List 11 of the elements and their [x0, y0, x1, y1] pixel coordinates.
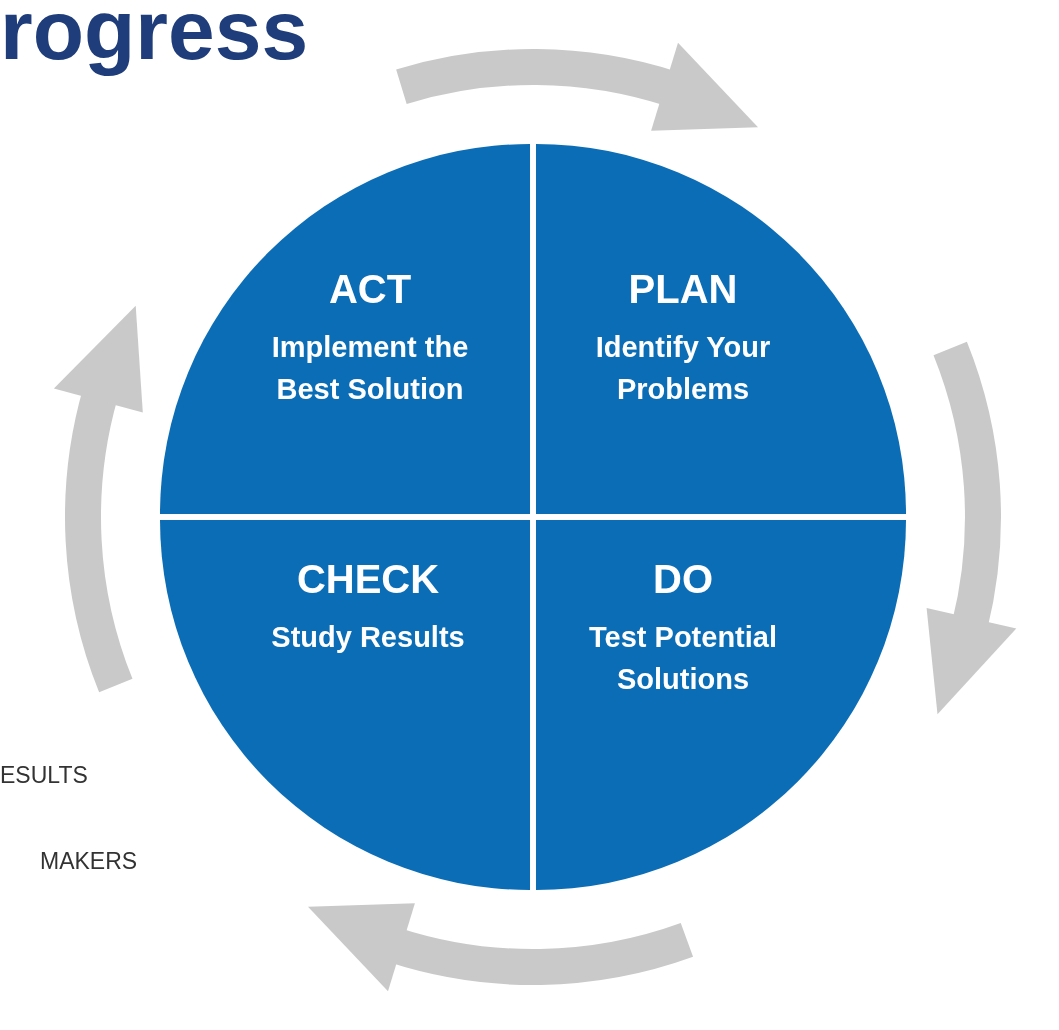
quadrant-heading: DO — [653, 556, 713, 603]
quadrant-description: Implement the Best Solution — [270, 330, 470, 408]
title: rogress — [0, 0, 309, 79]
quadrant-heading: PLAN — [628, 266, 738, 313]
quadrant-description: Study Results — [270, 620, 466, 655]
quadrant-description: Identify Your Problems — [594, 330, 772, 408]
quadrant-heading: CHECK — [296, 556, 440, 603]
quadrant-heading: ACT — [328, 266, 412, 313]
bullet-text: ESULTS — [0, 761, 88, 790]
quadrant-description: Test Potential Solutions — [588, 620, 778, 698]
bullet-text: MAKERS — [40, 847, 138, 876]
